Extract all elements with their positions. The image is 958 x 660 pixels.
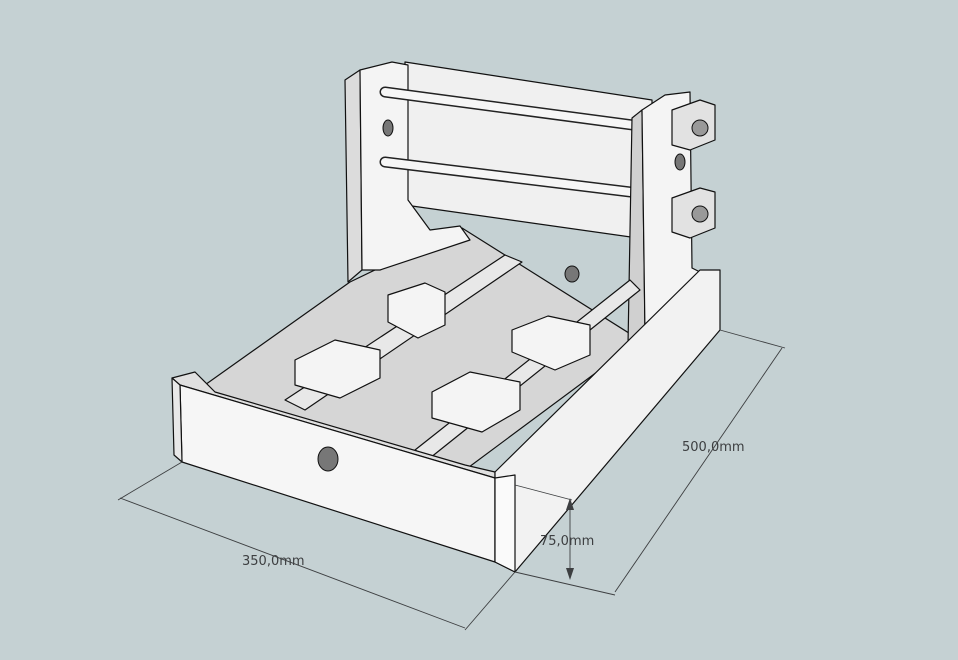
back-wall-hole	[564, 265, 580, 283]
width-dimension-label: 350,0mm	[242, 554, 305, 569]
right-upright-hole	[674, 153, 686, 171]
dimension-width	[117, 461, 516, 631]
rod-top-highlight	[381, 88, 659, 132]
rail-carriage-left-front	[294, 339, 381, 399]
base-front-left-edge	[171, 377, 183, 463]
depth-dimension-label: 500,0mm	[682, 440, 745, 455]
gantry-left-upright	[359, 61, 471, 271]
linear-rail-right	[414, 279, 641, 459]
linear-rail-left	[284, 254, 523, 411]
base-right-side-end	[494, 474, 516, 573]
left-upright-hole	[382, 119, 394, 137]
dimension-depth	[514, 329, 786, 596]
dimension-height	[514, 484, 574, 580]
front-plate-hole	[317, 446, 339, 472]
rod-bearing-block-top	[671, 99, 716, 151]
rod-bearing-block-bottom	[671, 187, 716, 239]
rail-carriage-right-rear	[511, 315, 591, 371]
rail-carriage-right-front	[431, 371, 521, 433]
gantry-back-plate	[404, 61, 653, 241]
height-dimension-label: 75,0mm	[540, 534, 594, 549]
rod-bottom-highlight	[381, 158, 659, 199]
rail-carriage-left-rear	[387, 282, 446, 339]
gantry-left-upright-side	[344, 69, 363, 283]
